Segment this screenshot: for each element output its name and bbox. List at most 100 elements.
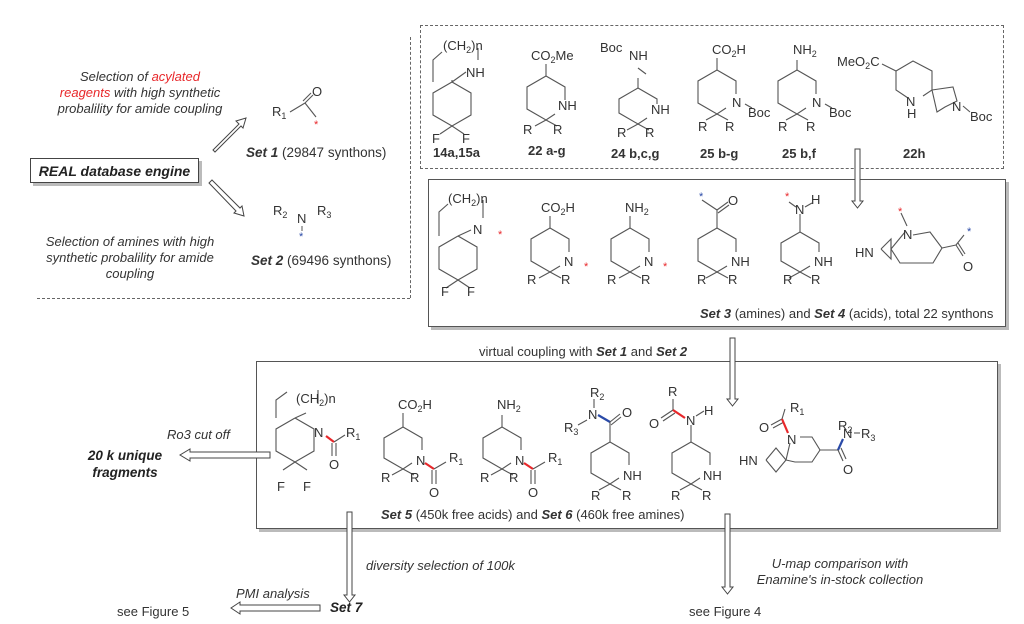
coupling-set1: Set 1 bbox=[596, 344, 628, 359]
coupling-text: virtual coupling with bbox=[479, 344, 597, 359]
compound-id-25bf: 25 b,f bbox=[782, 146, 817, 161]
oxygen-atom: O bbox=[528, 485, 538, 500]
nh-group: NH bbox=[629, 48, 648, 63]
nh-group: NH bbox=[731, 254, 750, 269]
set7-label: Set 7 bbox=[330, 600, 363, 615]
red-attach-star: * bbox=[498, 229, 503, 241]
r2-group: R2 bbox=[590, 385, 604, 402]
r-group: R bbox=[778, 119, 787, 134]
umap-comparison-label: U-map comparison with Enamine's in-stock… bbox=[740, 556, 940, 588]
compound-22h bbox=[881, 60, 971, 113]
n-atom: N bbox=[515, 453, 524, 468]
h-atom: H bbox=[907, 106, 916, 121]
r-group: R bbox=[783, 272, 792, 287]
n-atom: N bbox=[564, 254, 573, 269]
set1-name: Set 1 bbox=[246, 145, 279, 160]
compound-22ag bbox=[526, 64, 566, 127]
red-attach-star: * bbox=[663, 261, 668, 273]
nh-group: NH bbox=[558, 98, 577, 113]
caption-text: (450k free acids) and bbox=[412, 507, 542, 522]
oxygen-atom: O bbox=[622, 405, 632, 420]
set1-structure bbox=[289, 92, 317, 118]
set1-oxygen: O bbox=[312, 84, 322, 99]
boc-group: Boc bbox=[748, 105, 771, 120]
ro3-cutoff-label: Ro3 cut off bbox=[167, 427, 230, 442]
n-atom: N bbox=[812, 95, 821, 110]
fluorine-2: F bbox=[467, 284, 475, 299]
product-spiro-diamide bbox=[765, 408, 860, 473]
product-spiro-amide bbox=[275, 390, 346, 471]
n-atom: N bbox=[686, 413, 695, 428]
co2h-group: CO2H bbox=[541, 200, 575, 217]
co2h-group: CO2H bbox=[398, 397, 432, 414]
nh2-group: NH2 bbox=[497, 397, 521, 414]
synthon-spiro-azetidine bbox=[880, 212, 966, 264]
r-group: R bbox=[668, 384, 677, 399]
fluorine-2: F bbox=[462, 131, 470, 146]
arrow-to-set1 bbox=[212, 117, 247, 153]
engine-label: REAL database engine bbox=[38, 162, 191, 179]
amine-text-line3: coupling bbox=[105, 266, 155, 281]
fluorine-1: F bbox=[277, 479, 285, 494]
r-group: R bbox=[622, 488, 631, 503]
r-group: R bbox=[671, 488, 680, 503]
arrow-ro3-cutoff bbox=[179, 448, 271, 462]
oxygen-atom: O bbox=[329, 457, 339, 472]
set2-nitrogen: N bbox=[297, 211, 306, 226]
red-attach-star: * bbox=[898, 206, 903, 218]
fluorine-1: F bbox=[441, 284, 449, 299]
set1-label: Set 1 (29847 synthons) bbox=[246, 145, 386, 161]
coupling-text: and bbox=[627, 344, 657, 359]
arrow-umap-comparison bbox=[720, 513, 735, 595]
set2-count: (69496 synthons) bbox=[283, 253, 392, 268]
coupling-set2: Set 2 bbox=[656, 344, 688, 359]
n-atom: N bbox=[906, 94, 915, 109]
n-atom: N bbox=[952, 99, 961, 114]
n-atom: N bbox=[588, 407, 597, 422]
reagents-highlight: reagents bbox=[59, 85, 111, 100]
left-panel-divider bbox=[410, 37, 411, 298]
acylated-selection-text: Selection of acylated reagents with high… bbox=[40, 69, 240, 117]
r1-group: R1 bbox=[548, 450, 562, 467]
boc-group: Boc bbox=[600, 40, 623, 55]
compound-25bg bbox=[697, 58, 753, 121]
see-figure5-link[interactable]: see Figure 5 bbox=[117, 604, 190, 619]
h-atom: H bbox=[704, 403, 713, 418]
r-group: R bbox=[527, 272, 536, 287]
arrow-to-products bbox=[725, 337, 740, 407]
r1-group: R1 bbox=[449, 450, 463, 467]
product-carboxamide bbox=[577, 399, 630, 491]
nh-group: NH bbox=[466, 65, 485, 80]
result-line1: 20 k unique bbox=[87, 448, 163, 463]
r-group: R bbox=[607, 272, 616, 287]
hn-group: HN bbox=[739, 453, 758, 468]
boc-group: Boc bbox=[970, 109, 993, 124]
set1-count: (29847 synthons) bbox=[278, 145, 387, 160]
arrow-pmi-analysis bbox=[230, 601, 321, 615]
compound-id-25bg: 25 b-g bbox=[700, 146, 738, 161]
nh-group: NH bbox=[623, 468, 642, 483]
acyl-text-line3: probalility for amide coupling bbox=[57, 101, 223, 116]
compound-id-24bcg: 24 b,c,g bbox=[611, 146, 659, 161]
n-atom: N bbox=[732, 95, 741, 110]
r-group: R bbox=[698, 119, 707, 134]
r-group: R bbox=[702, 488, 711, 503]
caption-text: (460k free amines) bbox=[572, 507, 685, 522]
result-line2: fragments bbox=[92, 465, 158, 480]
see-figure4-link[interactable]: see Figure 4 bbox=[689, 604, 762, 619]
oxygen-atom: O bbox=[759, 420, 769, 435]
n-atom: N bbox=[903, 227, 912, 242]
ch2n-group: (CH2)n bbox=[443, 38, 483, 55]
set2-r2: R2 bbox=[273, 203, 287, 220]
amine-text-line1: Selection of amines with high bbox=[45, 234, 215, 249]
nh-group: NH bbox=[651, 102, 670, 117]
arrow-diversity-selection bbox=[342, 511, 357, 603]
nh-group: NH bbox=[814, 254, 833, 269]
set3-name: Set 3 bbox=[700, 306, 732, 321]
arrow-to-set2 bbox=[208, 179, 245, 217]
r-group: R bbox=[641, 272, 650, 287]
r-group: R bbox=[645, 125, 654, 140]
acylated-highlight: acylated bbox=[151, 69, 200, 84]
r-group: R bbox=[480, 470, 489, 485]
